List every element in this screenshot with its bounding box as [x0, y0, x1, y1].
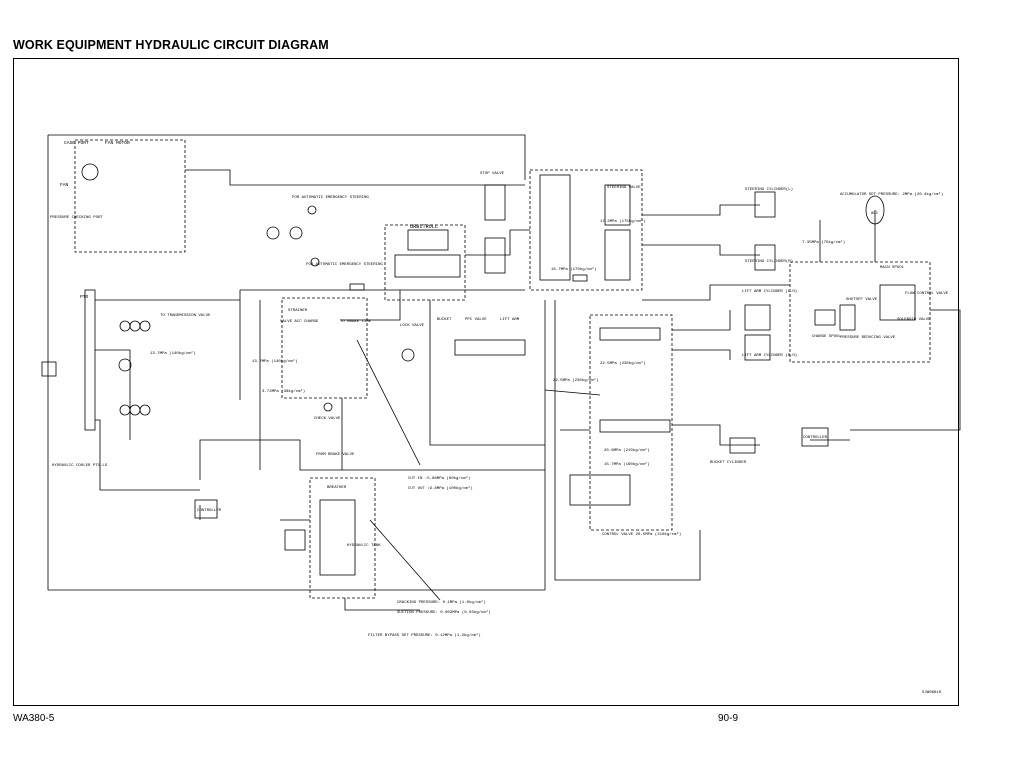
pressure-15-7-label: 15.7MPa (160kg/cm²) — [604, 461, 650, 467]
drawing-code: SJW06610 — [922, 691, 942, 695]
pressure-checking-port-label: PRESSURE CHECKING PORT — [50, 216, 103, 220]
page-title: WORK EQUIPMENT HYDRAULIC CIRCUIT DIAGRAM — [13, 38, 329, 52]
pressure-13-7b-label: 13.7MPa (140kg/cm²) — [150, 350, 196, 356]
bucket-cylinder-label: BUCKET CYLINDER — [710, 461, 747, 465]
hydraulic-tank-label: HYDRAULIC TANK — [347, 544, 381, 548]
lift-arm-label: LIFT ARM — [500, 318, 520, 322]
stop-valve-label: STOP VALVE — [480, 172, 505, 176]
pressure-20-6-label: 20.6MPa (210kg/cm²) — [604, 447, 650, 453]
steering-cylinder-r-label: STEERING CYLINDER(R) — [745, 259, 793, 264]
main-spool-label: MAIN SPOOL — [880, 266, 905, 270]
to-brake-line-label: TO BRAKE LINE — [340, 320, 372, 324]
shutoff-valve-label: SHUTOFF VALVE — [846, 298, 878, 302]
cut-out-label: CUT OUT :9.8MPa (100kg/cm²) — [408, 485, 473, 491]
bucket-label: BUCKET — [437, 318, 452, 322]
fan-label: FAN — [60, 182, 69, 188]
to-transmission-valve-label: TO TRANSMISSION VALVE — [160, 314, 211, 318]
charge-spool-label: CHARGE SPOOL — [812, 335, 841, 339]
emergency-steering-label-2: FOR AUTOMATIC EMERGENCY STEERING — [306, 263, 383, 267]
pressure-3-72-label: 3.72MPa (38kg/cm²) — [262, 388, 305, 394]
lift-arm-cylinder-l-label: LIFT ARM CYLINDER (L.H) — [742, 289, 797, 294]
pressure-17-2-label: 17.2MPa (175kg/cm²) — [600, 218, 646, 224]
ppc-valve-label: PPC VALVE — [465, 318, 487, 322]
cut-in-label: CUT IN :5.88MPa (60kg/cm²) — [408, 475, 470, 481]
orbitroll-label: ORBITROLL — [410, 224, 438, 230]
steering-valve-label: STEERING VALVE — [607, 186, 641, 190]
fan-motor-label: FAN MOTOR — [105, 140, 130, 146]
diagram-frame — [13, 58, 959, 706]
model-number: WA380-5 — [13, 713, 55, 724]
emergency-steering-label-1: FOR AUTOMATIC EMERGENCY STEERING — [292, 196, 369, 200]
valve-acc-charge-label: VALVE ACC CHARGE — [280, 320, 319, 324]
steering-cylinder-l-label: STEERING CYLINDER(L) — [745, 187, 793, 192]
cracking-pressure-label: CRACKING PRESSURE: 0.1MPa (1.0kg/cm²) — [397, 599, 486, 605]
control-valve-label: CONTROL VALVE 20.5MPa (210kg/cm²) — [602, 531, 681, 537]
pressure-13-7-label: 13.7MPa (140kg/cm²) — [252, 358, 298, 364]
pressure-22-5-label: 22.5MPa (230kg/cm²) — [600, 360, 646, 366]
solenoid-valve-label: SOLENOID VALVE — [897, 318, 931, 322]
lift-arm-cylinder-r-label: LIFT ARM CYLINDER (R.H) — [742, 353, 797, 358]
pto-label: PTO — [80, 294, 89, 300]
suction-pressure-label: SUCTION PRESSURE: 0.003MPa (0.03kg/cm²) — [397, 609, 491, 615]
check-valve-label-1: CHECK VALVE — [314, 417, 341, 421]
pressure-16-7-label: 16.7MPa (170kg/cm²) — [551, 266, 597, 272]
pressure-reducing-valve-label: PRESSURE REDUCING VALVE — [840, 336, 896, 340]
flow-control-valve-label: FLOW CONTROL VALVE — [905, 292, 949, 296]
pressure-22-5b-label: 22.5MPa (230kg/cm²) — [553, 377, 599, 383]
strainer-label: STRAINER — [288, 309, 308, 313]
controller-label-2: CONTROLLER — [803, 436, 828, 440]
pressure-7-35-label: 7.35MPa (75kg/cm²) — [802, 239, 845, 245]
accumulator-label: ACCUMULATOR SET PRESSURE: 2MPa (20.4kg/c… — [840, 191, 943, 197]
filter-label: FILTER BYPASS SET PRESSURE: 0.12MPa (1.2… — [368, 632, 481, 638]
hydraulic-cooler-label: HYDRAULIC COOLER PTO-LS — [52, 464, 108, 468]
breather-label: BREATHER — [327, 486, 347, 490]
case-port-label: CASE PORT — [64, 140, 89, 146]
acc-label: ACC — [871, 212, 879, 216]
from-brake-valve-label: FROM BRAKE VALVE — [316, 453, 355, 457]
page-number: 90-9 — [718, 713, 739, 724]
controller-label-1: CONTROLLER — [197, 509, 222, 513]
lock-valve-label: LOCK VALVE — [400, 324, 425, 328]
